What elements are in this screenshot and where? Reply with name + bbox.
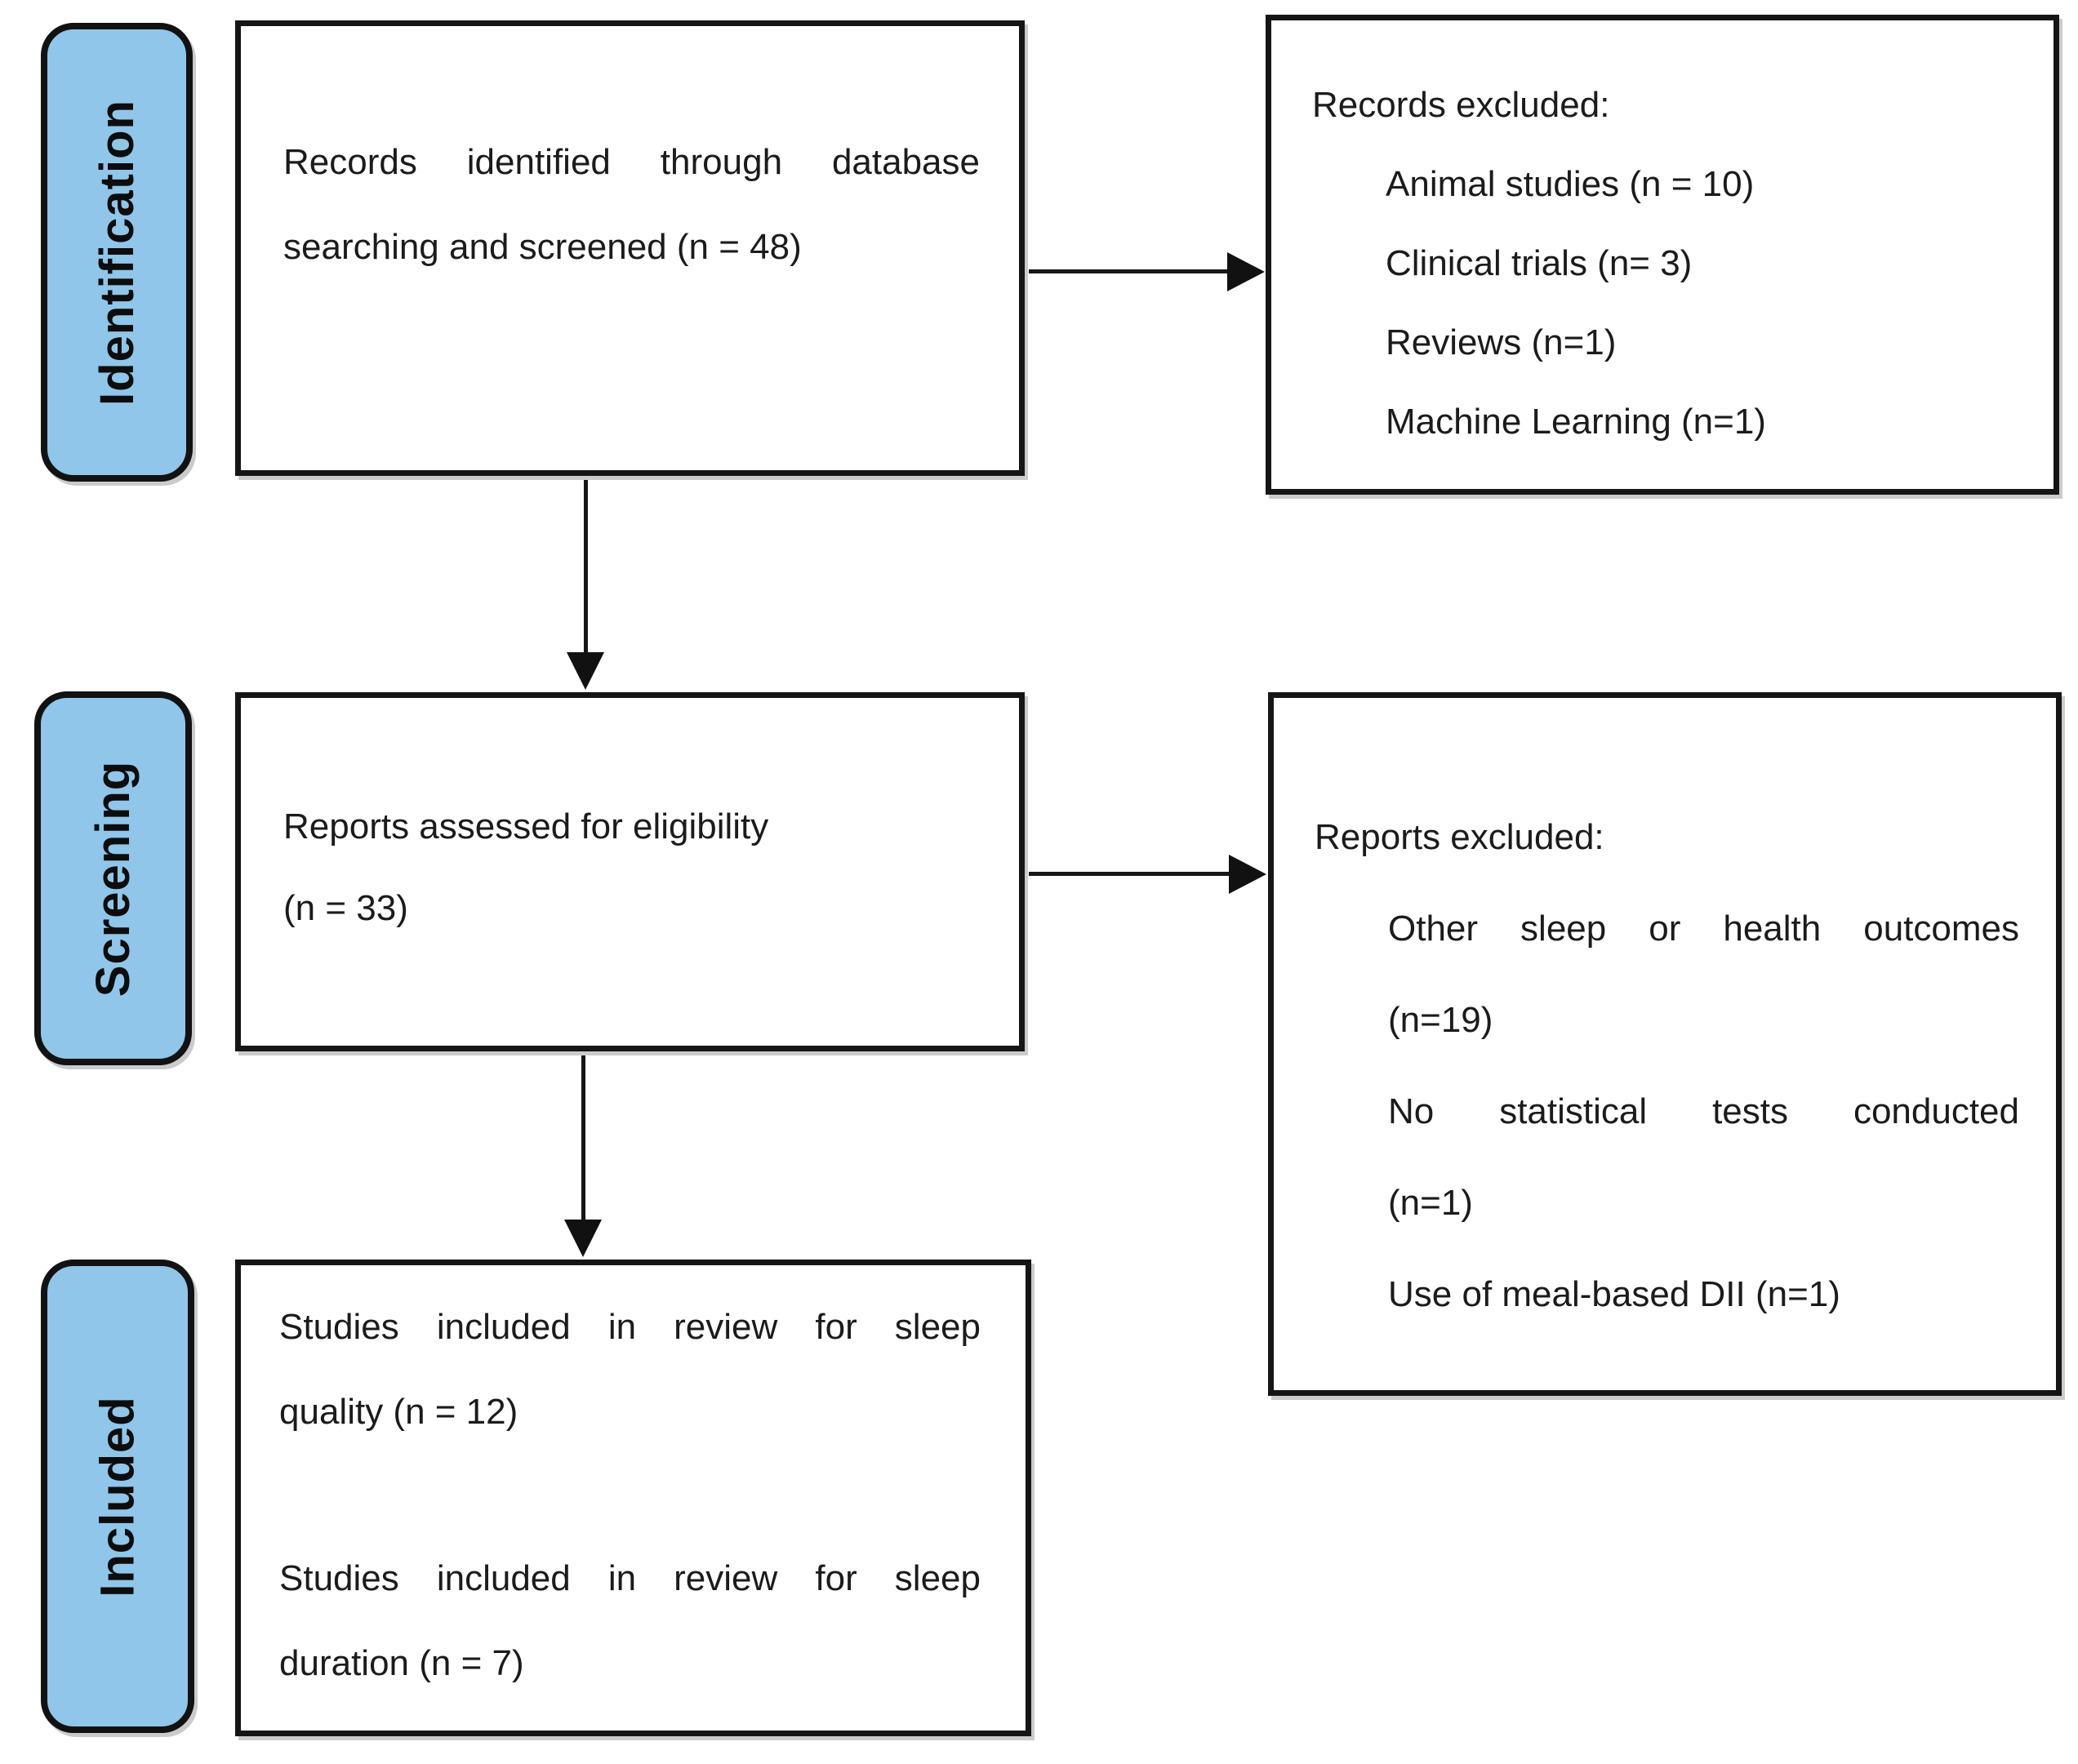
records-identified-line-2: searching and screened (n = 48) [283, 227, 802, 267]
reports-excluded-item: (n=19) [1388, 1000, 1493, 1040]
records-identified-line-1: Records identified through database [283, 142, 980, 182]
arrow-head-icon [1227, 252, 1265, 291]
reports-excluded-item: No statistical tests conducted [1388, 1091, 2019, 1131]
arrow-line [1029, 269, 1230, 273]
studies-included-quality-line-1: Studies included in review for sleep [279, 1307, 981, 1347]
stage-chip-included: Included [41, 1260, 194, 1733]
records-excluded-title: Records excluded: [1312, 85, 1610, 125]
stage-chip-screening: Screening [34, 691, 192, 1065]
arrow-head-icon [1229, 855, 1266, 894]
box-records-excluded: Records excluded: Animal studies (n = 10… [1266, 15, 2059, 495]
stage-label-screening: Screening [87, 760, 140, 997]
arrow-head-icon [564, 1220, 602, 1257]
records-excluded-item: Reviews (n=1) [1386, 322, 1617, 362]
arrow-head-icon [567, 652, 604, 690]
studies-included-duration-line-2: duration (n = 7) [279, 1643, 524, 1683]
records-excluded-item: Clinical trials (n= 3) [1386, 243, 1693, 283]
arrow-line [1029, 872, 1231, 876]
reports-excluded-item: Other sleep or health outcomes [1388, 909, 2019, 949]
box-reports-excluded: Reports excluded: Other sleep or health … [1268, 692, 2062, 1396]
reports-assessed-line-2: (n = 33) [283, 888, 408, 928]
reports-assessed-line-1: Reports assessed for eligibility [283, 806, 769, 846]
reports-excluded-item: Use of meal-based DII (n=1) [1388, 1274, 1840, 1314]
stage-label-included: Included [91, 1395, 145, 1597]
stage-label-identification: Identification [90, 99, 144, 406]
reports-excluded-item: (n=1) [1388, 1183, 1473, 1223]
arrow-line [581, 1055, 585, 1223]
studies-included-duration-line-1: Studies included in review for sleep [279, 1558, 981, 1598]
reports-excluded-title: Reports excluded: [1315, 817, 1604, 857]
records-excluded-item: Machine Learning (n=1) [1386, 402, 1766, 442]
arrow-line [584, 480, 588, 655]
box-records-identified: Records identified through database sear… [235, 20, 1025, 476]
records-excluded-item: Animal studies (n = 10) [1386, 164, 1755, 204]
box-reports-assessed: Reports assessed for eligibility (n = 33… [235, 692, 1025, 1051]
box-studies-included: Studies included in review for sleep qua… [235, 1260, 1031, 1736]
studies-included-quality-line-2: quality (n = 12) [279, 1392, 518, 1432]
blank-line [279, 1455, 981, 1536]
stage-chip-identification: Identification [41, 23, 193, 482]
